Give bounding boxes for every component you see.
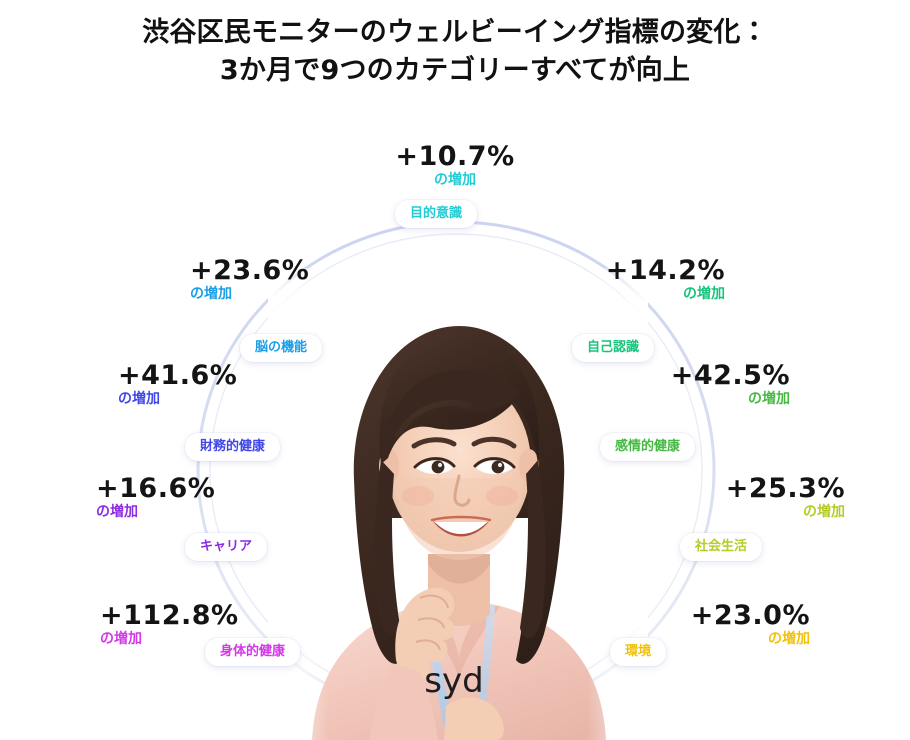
node-emotional-health[interactable]: 感情的健康 (600, 433, 696, 461)
stat-suffix-career: の増加 (96, 503, 138, 520)
node-label-social-life: 社会生活 (680, 533, 763, 561)
node-label-brain-function: 脳の機能 (240, 334, 323, 362)
brand-logo-text: syd (424, 661, 483, 701)
stat-career: +16.6% の増加 (96, 475, 286, 519)
stat-self-awareness: +14.2% の増加 (535, 257, 725, 301)
stat-environment: +23.0% の増加 (625, 602, 810, 646)
node-career[interactable]: キャリア (185, 533, 268, 561)
stat-social-life: +25.3% の増加 (655, 475, 845, 519)
stat-value-social-life: +25.3% (725, 473, 845, 504)
stat-brain-function: +23.6% の増加 (190, 257, 380, 301)
stat-suffix-self-awareness: の増加 (683, 285, 725, 302)
stat-physical-health: +112.8% の増加 (100, 602, 300, 646)
node-label-purpose: 目的意識 (395, 200, 478, 228)
node-purpose[interactable]: 目的意識 (395, 200, 478, 228)
stat-value-emotional-health: +42.5% (670, 360, 790, 391)
node-label-emotional-health: 感情的健康 (600, 433, 696, 461)
stat-suffix-brain-function: の増加 (190, 285, 232, 302)
stat-suffix-physical-health: の増加 (100, 630, 142, 647)
stat-value-career: +16.6% (96, 473, 216, 504)
stat-financial-health: +41.6% の増加 (118, 362, 308, 406)
stat-value-purpose: +10.7% (395, 141, 515, 172)
node-self-awareness[interactable]: 自己認識 (572, 334, 655, 362)
stat-suffix-financial-health: の増加 (118, 390, 160, 407)
stat-suffix-social-life: の増加 (803, 503, 845, 520)
node-financial-health[interactable]: 財務的健康 (185, 433, 281, 461)
stat-value-financial-health: +41.6% (118, 360, 238, 391)
stat-value-environment: +23.0% (690, 600, 810, 631)
stat-suffix-emotional-health: の増加 (748, 390, 790, 407)
stat-value-physical-health: +112.8% (100, 600, 239, 631)
stat-suffix-environment: の増加 (768, 630, 810, 647)
stat-value-self-awareness: +14.2% (605, 255, 725, 286)
page-title: 渋谷区民モニターのウェルビーイング指標の変化： 3か月で9つのカテゴリーすべてが… (142, 17, 768, 87)
node-label-self-awareness: 自己認識 (572, 334, 655, 362)
stat-value-brain-function: +23.6% (190, 255, 310, 286)
node-social-life[interactable]: 社会生活 (680, 533, 763, 561)
stat-emotional-health: +42.5% の増加 (605, 362, 790, 406)
node-label-financial-health: 財務的健康 (185, 433, 281, 461)
stat-suffix-purpose: の増加 (434, 171, 476, 188)
stat-purpose: +10.7% の増加 (365, 143, 545, 187)
node-brain-function[interactable]: 脳の機能 (240, 334, 323, 362)
node-label-career: キャリア (185, 533, 268, 561)
